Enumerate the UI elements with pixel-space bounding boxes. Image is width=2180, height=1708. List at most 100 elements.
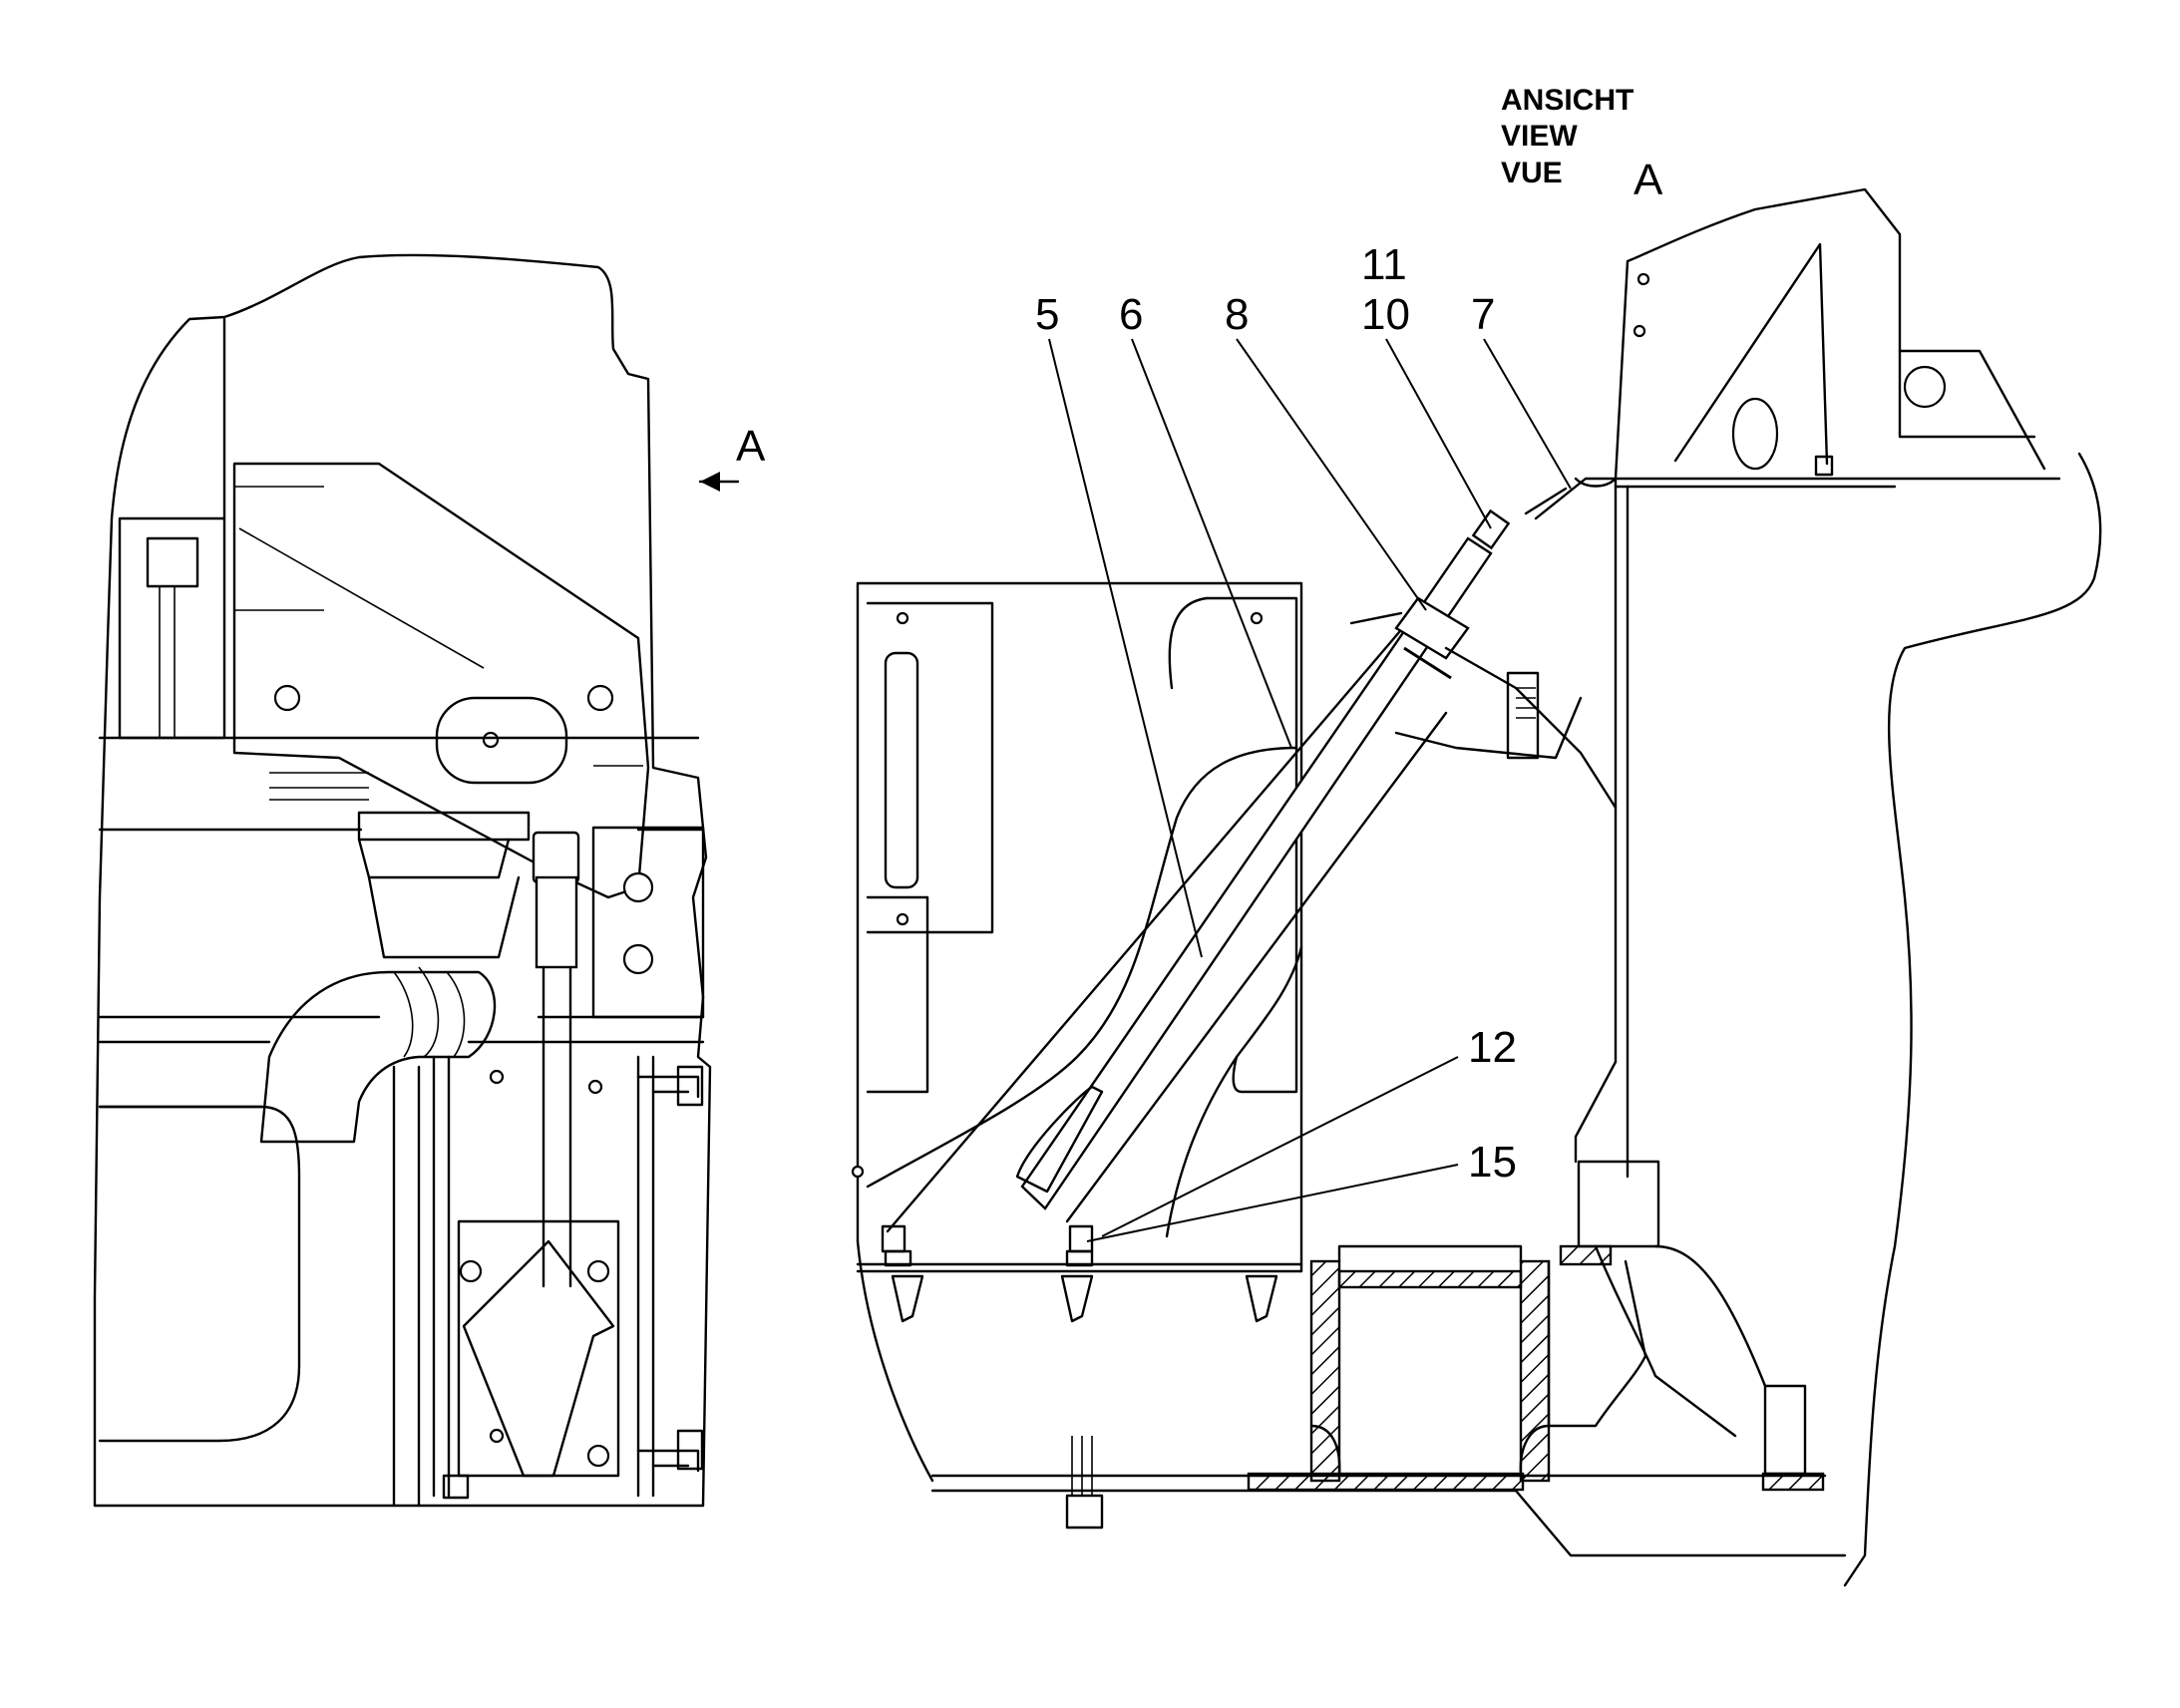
hatched-left-wall	[1309, 1259, 1341, 1483]
cabinet-inner-left	[866, 601, 994, 934]
rail-bolt-2	[489, 1069, 505, 1085]
rail-loop-top	[636, 1075, 700, 1099]
collar	[357, 811, 531, 842]
foot-2	[1060, 1274, 1094, 1323]
floor-step	[1514, 1489, 1847, 1557]
frame-vertical	[392, 1065, 421, 1508]
leader-5	[1048, 338, 1203, 958]
strut-left-body	[535, 875, 578, 969]
cabinet-outer	[856, 581, 1303, 1273]
hatched-floor	[1247, 1472, 1525, 1492]
upper-hole	[1903, 365, 1947, 409]
upper-brace	[1673, 242, 1829, 466]
oval-cover	[435, 696, 568, 785]
cabinet-bolt-4	[851, 1165, 865, 1179]
strut-sleeve-band	[1403, 646, 1452, 680]
cabinet-bolt-1	[896, 611, 909, 625]
view-caption-line1: ANSICHT	[1501, 84, 1634, 117]
rail-bolt-3	[489, 1428, 505, 1444]
left-bracket	[146, 536, 199, 588]
rear-tank	[98, 1105, 301, 1443]
bolt-head-4	[1065, 1249, 1094, 1267]
rail-bolt-1	[587, 1079, 603, 1095]
cabinet-door-right-2	[1168, 596, 1209, 690]
strut-end-cap	[1471, 509, 1511, 550]
connector-box	[1577, 1160, 1660, 1248]
left-body-outline	[93, 253, 712, 1508]
hatched-right-wall	[1519, 1259, 1551, 1483]
callout-7: 7	[1471, 290, 1495, 339]
cabinet-inner-left-2	[866, 895, 929, 1094]
view-caption-letter: A	[1634, 156, 1663, 204]
bolt-head-2	[1068, 1224, 1094, 1253]
housing-main	[232, 462, 650, 899]
bracket-bolt-1	[459, 1259, 483, 1283]
wall-bend	[1524, 477, 1618, 515]
bolt-head-1	[881, 1224, 907, 1253]
inner-hose	[866, 746, 1298, 1189]
housing-bolt-1	[273, 684, 301, 712]
strut-mount-plate	[1349, 611, 1618, 810]
strut-cylinder	[1020, 536, 1493, 1210]
cabinet-door-right	[1205, 596, 1298, 1094]
cabinet-bolt-2	[896, 912, 909, 926]
hatched-top-plate	[1337, 1269, 1523, 1289]
callout-11: 11	[1361, 240, 1407, 289]
clip-top	[676, 1065, 704, 1107]
leader-8	[1236, 338, 1427, 611]
inner-hose-2	[1165, 945, 1303, 1238]
strut-left-head	[532, 831, 580, 884]
elbow-rings	[393, 966, 466, 1058]
view-arrow-head	[700, 472, 720, 492]
upper-frame	[1614, 187, 2046, 481]
inner-box	[1309, 1244, 1551, 1478]
upper-notch-2	[1633, 324, 1646, 338]
right-outer-contour	[1843, 452, 2102, 1587]
callout-10: 10	[1361, 290, 1410, 339]
mount-fittings-lines	[1516, 687, 1536, 719]
hatched-floor-right	[1761, 1472, 1825, 1492]
rail-left	[432, 1055, 655, 1498]
callouts: 5 6 8 11 10 7 12 15	[1035, 240, 1572, 1242]
side-plate-hole-2	[622, 943, 654, 975]
bracket-bolt-2	[586, 1259, 610, 1283]
rail-loop-bottom	[636, 1449, 700, 1473]
clip-left-bottom	[442, 1474, 470, 1500]
collar-lines	[269, 772, 369, 801]
funnel	[367, 875, 521, 959]
clip-bottom	[676, 1429, 704, 1471]
strut-sleeve	[1394, 596, 1470, 660]
cabinet-bolt-3	[1250, 611, 1264, 625]
view-caption-line2: VIEW	[1501, 120, 1578, 153]
side-plate	[591, 826, 705, 1019]
floor-slope	[856, 1239, 934, 1483]
left-panel-outline	[118, 317, 226, 740]
lower-bracket-triangle	[462, 1239, 615, 1478]
view-arrow-label: A	[736, 422, 766, 471]
oval-cover-bolt	[482, 731, 500, 749]
upper-frame-inner	[1898, 349, 2036, 439]
callout-5: 5	[1035, 290, 1059, 339]
side-plate-hole-1	[622, 871, 654, 903]
lower-stud-shaft	[1071, 1436, 1093, 1496]
leader-15	[1086, 1164, 1459, 1242]
strut-lower-slot	[1015, 1085, 1104, 1194]
housing-diag	[238, 527, 485, 669]
side-view-left: A	[93, 253, 766, 1508]
housing-bolt-2	[586, 684, 614, 712]
callout-8: 8	[1225, 290, 1249, 339]
cabinet-handle	[884, 651, 919, 889]
lower-stud	[1065, 1494, 1104, 1530]
leader-12	[1101, 1056, 1459, 1237]
wall-lower-bend	[1574, 1060, 1618, 1164]
upper-pin	[1814, 455, 1834, 477]
gas-strut-assembly	[886, 509, 1511, 1233]
strut-line-7	[1534, 477, 1618, 520]
view-caption-line3: VUE	[1501, 157, 1563, 189]
left-bracket-detail	[159, 586, 176, 738]
leader-10-11	[1385, 338, 1492, 529]
section-view-right: ANSICHT VIEW VUE A	[851, 84, 2102, 1587]
bracket-bolt-3	[586, 1444, 610, 1468]
top-rail	[1614, 477, 2061, 489]
vertical-wall	[1614, 477, 1630, 1179]
